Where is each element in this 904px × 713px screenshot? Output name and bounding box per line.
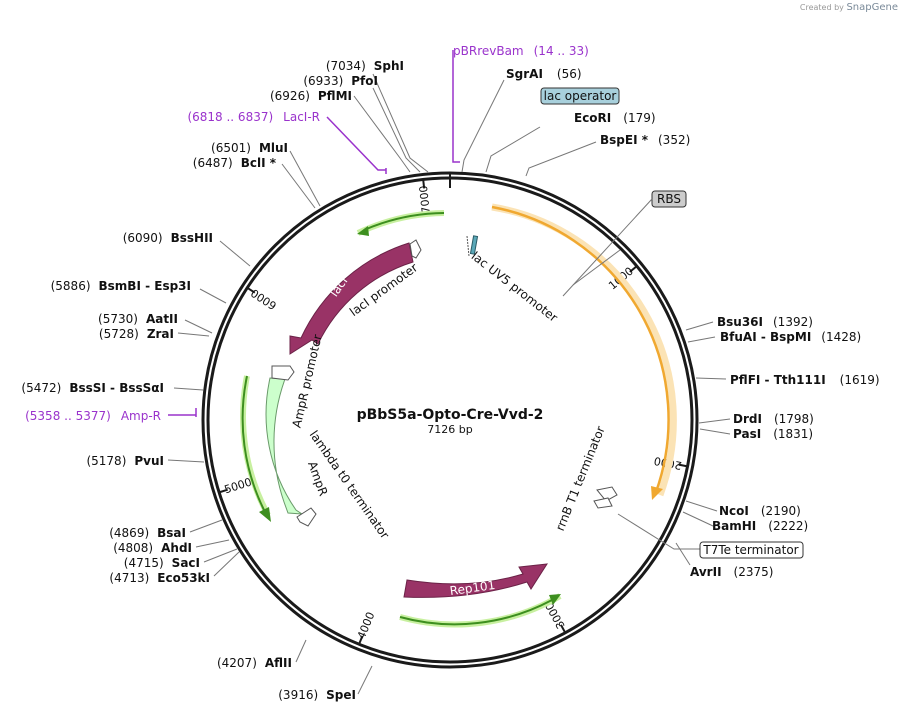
lacuv5-promoter-label: lac UV5 promoter [469,249,561,325]
tick-label: 7000 [417,185,433,214]
t7te-terminator-arrow [593,497,613,509]
feature-arc-left-green-head [259,507,271,522]
rbs-leader [562,198,653,297]
lacuv5-mark [469,235,479,255]
site-zrai[interactable]: (5728)ZraI [99,327,174,341]
feature-arc-top-green-head [357,226,369,236]
site-aflii[interactable]: (4207)AflII [217,656,292,670]
tick-mark [358,635,364,645]
rrnb-terminator-arrow [596,486,618,502]
feature-arc-left-green [241,375,266,513]
laci-arrow [289,242,414,355]
site-bsshii[interactable]: (6090)BssHII [123,231,213,245]
leader-lines [167,73,731,695]
tick-label: 6000 [249,286,280,312]
primer-pbrrevbam: pBRrevBam(14 .. 33) [453,44,589,58]
plasmid-name: pBbS5a-Opto-Cre-Vvd-2 [357,407,544,423]
feature-arc-right-orange-head [651,486,663,500]
plasmid-length: 7126 bp [427,423,472,436]
tick-label: 4000 [355,610,378,641]
tick-mark [629,265,638,273]
rep101-arrow [403,563,548,598]
rbs-label: RBS [657,192,681,206]
primer-amp-r: (5358 .. 5377)Amp-R [25,409,161,423]
feature-arc-right-orange [491,205,670,493]
tick-mark [218,488,228,494]
feature-arc-left-green-glow [240,375,271,517]
site-bsai[interactable]: (4869)BsaI [109,526,186,540]
backbone-outer [201,171,699,669]
snapgene-brand: Created by SnapGene [800,2,898,13]
site-labels-left: (7034)SphI (6933)PfoI (6926)PflMI (6501)… [21,59,404,702]
t7te-label: T7Te terminator [702,543,798,557]
site-pflmi[interactable]: (6926)PflMI [270,89,352,103]
rrnb-terminator-label: rrnB T1 terminator [553,424,608,533]
tick-label: 5000 [223,476,254,497]
tick-mark [678,463,688,468]
tick-mark [560,624,567,634]
site-bsssi[interactable]: (5472)BssSI - BssSαI [21,381,164,395]
tick-mark [246,286,256,294]
feature-arc-top-green-line [363,212,445,231]
site-labels-right: SgrAI(56) EcoRI(179) BspEI *(352) Bsu36I… [506,67,880,579]
site-saci[interactable]: (4715)SacI [124,556,200,570]
site-eco53ki[interactable]: (4713)Eco53kI [109,571,210,585]
site-bsu36i[interactable]: Bsu36I(1392) [717,315,813,329]
site-avrii[interactable]: AvrII(2375) [690,565,773,579]
site-mlui[interactable]: (6501)MluI [211,141,288,155]
primer-markers [168,50,460,417]
feature-arc-bottom-green [399,599,553,626]
site-pflfi[interactable]: PflFI - Tth111I(1619) [730,373,880,387]
ampr-arrow [265,377,304,515]
site-spei[interactable]: (3916)SpeI [278,688,356,702]
laci-promoter-arrow [409,239,422,259]
site-bsmbi[interactable]: (5886)BsmBI - Esp3I [51,279,191,293]
site-pvui[interactable]: (5178)PvuI [86,454,164,468]
site-sphi[interactable]: (7034)SphI [326,59,404,73]
site-drdi[interactable]: DrdI(1798) [733,412,814,426]
site-ncoi[interactable]: NcoI(2190) [719,504,801,518]
site-bamhi[interactable]: BamHI(2222) [712,519,808,533]
lac-operator-box [540,87,620,105]
site-pfoi[interactable]: (6933)PfoI [303,74,378,88]
tick-mark [422,179,426,189]
feature-arc-top-green [356,210,445,236]
primer-laci-r: (6818 .. 6837)LacI-R [187,110,320,124]
site-bfuai[interactable]: BfuAI - BspMI(1428) [720,330,861,344]
site-sgrai[interactable]: SgrAI(56) [506,67,582,81]
feature-arc-bottom-green-glow [399,593,562,628]
feature-arc-bottom-green-head [549,594,561,605]
rep101-label: Rep101 [449,578,496,598]
snapgene-logo: SnapGene [846,2,898,13]
site-pasi[interactable]: PasI(1831) [733,427,813,441]
created-by-text: Created by [799,3,844,12]
site-bspei[interactable]: BspEI *(352) [600,133,690,147]
site-bcli[interactable]: (6487)BclI * [193,156,277,170]
lambda-terminator-arrow [296,507,317,527]
site-ahdi[interactable]: (4808)AhdI [113,541,192,555]
lacuv5-mark-2 [466,235,470,257]
ampr-label: AmpR [305,459,330,497]
t7te-box [699,541,804,559]
site-ecori[interactable]: EcoRI(179) [574,111,656,125]
ampr-promoter-arrow [271,365,295,381]
lac-operator-label: lac operator [544,89,617,103]
site-aatii[interactable]: (5730)AatII [98,312,178,326]
